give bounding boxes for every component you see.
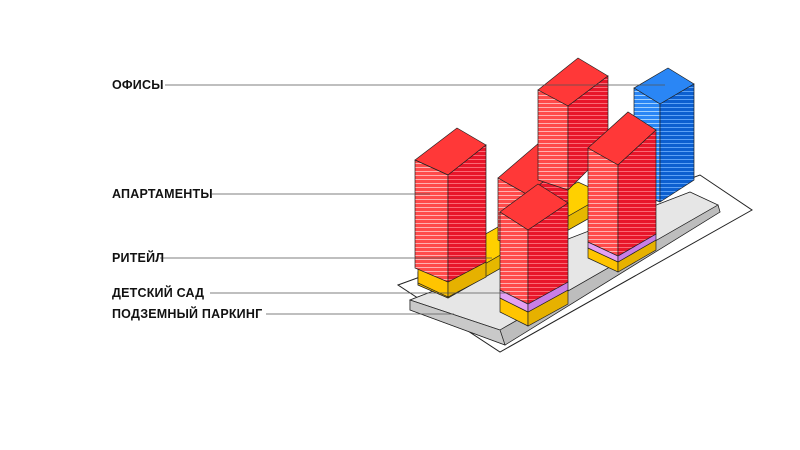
tower-apartments-right bbox=[587, 111, 657, 273]
label-kindergarten: ДЕТСКИЙ САД bbox=[112, 285, 204, 300]
label-parking: ПОДЗЕМНЫЙ ПАРКИНГ bbox=[112, 306, 262, 321]
label-retail: РИТЕЙЛ bbox=[112, 250, 164, 265]
tower-apartments-front bbox=[499, 183, 569, 327]
label-offices: ОФИСЫ bbox=[112, 78, 164, 92]
tower-apartments-left bbox=[414, 127, 487, 298]
tower-apartments-tall bbox=[537, 57, 609, 191]
label-apartments: АПАРТАМЕНТЫ bbox=[112, 187, 213, 201]
